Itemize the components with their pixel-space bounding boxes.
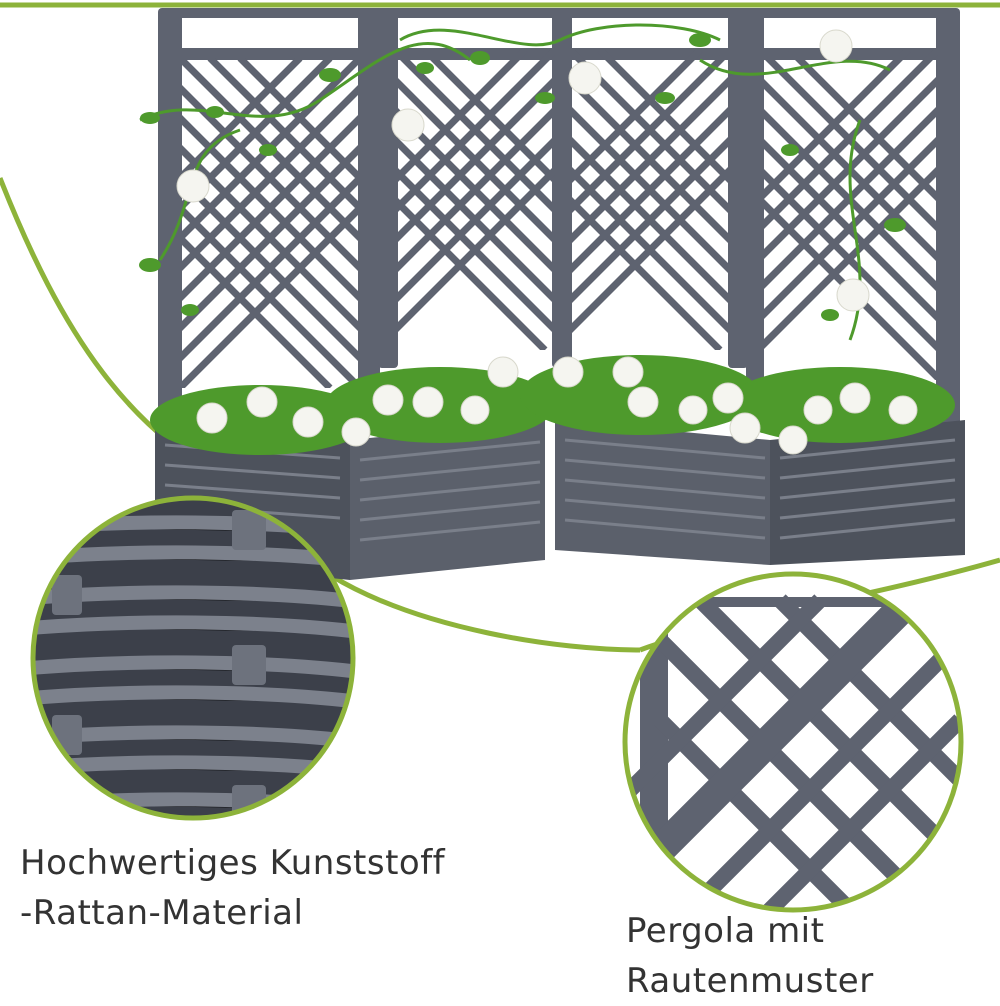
trellis-frame xyxy=(158,8,960,428)
lattice-detail xyxy=(622,571,964,913)
planter-flowers xyxy=(196,356,918,455)
rattan-caption-line-2: -Rattan-Material xyxy=(20,893,304,933)
pergola-caption-line-2: Rautenmuster xyxy=(626,961,874,1001)
trellis-lattice xyxy=(180,50,938,388)
pergola-caption-line-1: Pergola mit xyxy=(626,911,825,951)
rattan-material-caption: Hochwertiges Kunststoff -Rattan-Material xyxy=(20,838,540,938)
rattan-caption-line-1: Hochwertiges Kunststoff xyxy=(20,843,446,883)
climbing-vines xyxy=(139,23,891,341)
rattan-weave-detail xyxy=(30,495,356,821)
vine-flowers xyxy=(176,29,870,312)
vine-leaves xyxy=(139,33,906,321)
pergola-pattern-caption: Pergola mit Rautenmuster xyxy=(626,906,996,1006)
